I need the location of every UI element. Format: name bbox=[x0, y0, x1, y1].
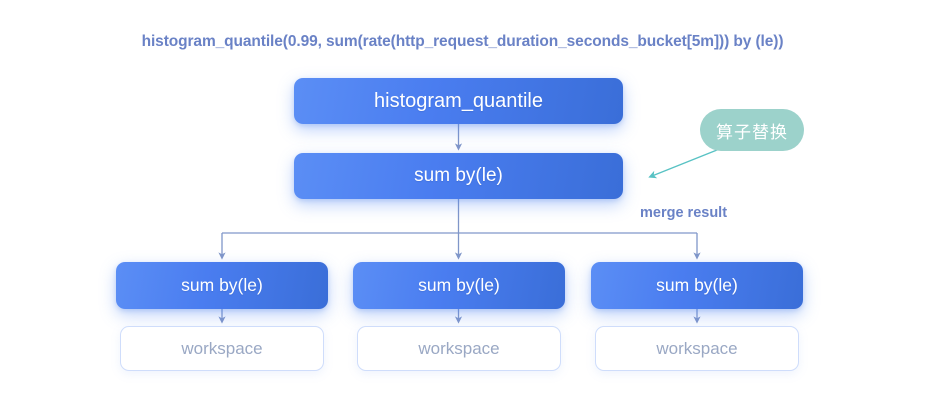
node-sum-by-le-shard-3[interactable]: sum by(le) bbox=[591, 262, 803, 309]
node-label: histogram_quantile bbox=[374, 89, 543, 112]
node-label: workspace bbox=[656, 338, 738, 358]
node-workspace-3[interactable]: workspace bbox=[595, 326, 799, 371]
annotation-badge-operator-replacement: 算子替换 bbox=[700, 109, 804, 151]
node-workspace-2[interactable]: workspace bbox=[357, 326, 561, 371]
node-sum-by-le-merge[interactable]: sum by(le) bbox=[294, 153, 623, 199]
node-histogram-quantile[interactable]: histogram_quantile bbox=[294, 78, 623, 124]
node-label: sum by(le) bbox=[414, 165, 503, 186]
node-sum-by-le-shard-2[interactable]: sum by(le) bbox=[353, 262, 565, 309]
node-label: sum by(le) bbox=[418, 275, 500, 295]
node-label: workspace bbox=[181, 338, 263, 358]
node-label: sum by(le) bbox=[181, 275, 263, 295]
page-title: histogram_quantile(0.99, sum(rate(http_r… bbox=[141, 33, 784, 50]
node-workspace-1[interactable]: workspace bbox=[120, 326, 324, 371]
node-sum-by-le-shard-1[interactable]: sum by(le) bbox=[116, 262, 328, 309]
node-label: workspace bbox=[418, 338, 500, 358]
edge-merge-fanout bbox=[218, 199, 701, 260]
node-label: sum by(le) bbox=[656, 275, 738, 295]
annotation-badge-label: 算子替换 bbox=[716, 122, 788, 142]
edge-badge-annotation bbox=[648, 147, 723, 179]
annotation-merge-result: merge result bbox=[640, 205, 728, 221]
